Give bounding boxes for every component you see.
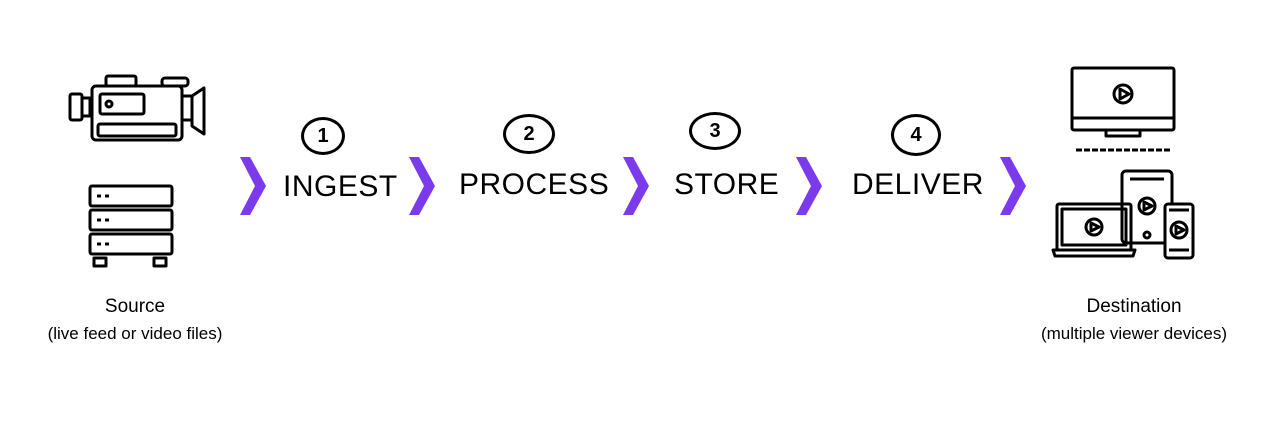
- chevron-arrow-icon: [796, 157, 822, 215]
- step-number: 3: [709, 119, 721, 142]
- stage-label-deliver: DELIVER: [852, 168, 984, 201]
- desktop-monitor-icon: [1070, 66, 1176, 152]
- server-rack-icon: [88, 184, 174, 268]
- step-number: 2: [523, 122, 535, 145]
- step-number-badge: 3: [689, 112, 741, 150]
- source-caption: Source (live feed or video files): [22, 296, 248, 344]
- laptop-icon: [1051, 202, 1137, 258]
- chevron-arrow-icon: [1000, 157, 1026, 215]
- stage-label-process: PROCESS: [459, 168, 610, 201]
- step-number-badge: 1: [301, 117, 345, 155]
- video-camera-icon: [68, 74, 206, 142]
- stage-label-store: STORE: [674, 168, 780, 201]
- chevron-arrow-icon: [623, 157, 649, 215]
- step-number: 1: [317, 124, 329, 147]
- stage-label-ingest: INGEST: [283, 170, 398, 203]
- step-number-badge: 4: [891, 114, 941, 156]
- destination-caption: Destination (multiple viewer devices): [1018, 296, 1250, 344]
- phone-icon: [1163, 202, 1195, 260]
- source-subtitle: (live feed or video files): [47, 324, 223, 343]
- source-title: Source: [104, 296, 166, 317]
- destination-subtitle: (multiple viewer devices): [1040, 324, 1228, 343]
- chevron-arrow-icon: [240, 157, 266, 215]
- step-number: 4: [910, 123, 922, 146]
- destination-title: Destination: [1086, 296, 1182, 317]
- chevron-arrow-icon: [409, 157, 435, 215]
- step-number-badge: 2: [503, 114, 555, 154]
